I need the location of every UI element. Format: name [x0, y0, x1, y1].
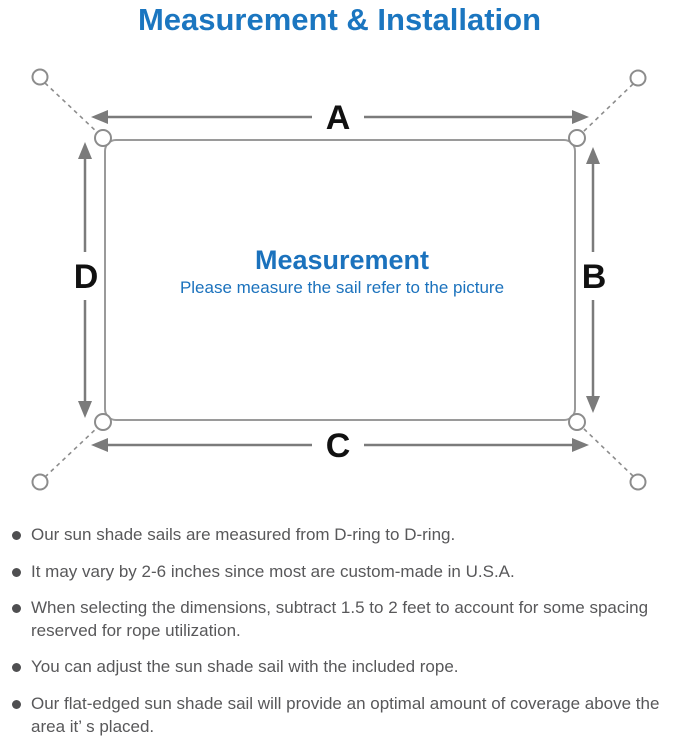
- anchor-ring-icon-bottom-right: [629, 473, 647, 491]
- rope-line-bottom-left: [44, 426, 99, 478]
- anchor-ring-icon-top-right: [629, 69, 647, 87]
- arrow-a-head-right-icon: [572, 110, 589, 124]
- note-item: You can adjust the sun shade sail with t…: [10, 656, 673, 679]
- d-rings: [94, 129, 586, 431]
- dimension-arrow-b: [586, 147, 600, 413]
- d-ring-icon-top-left: [94, 129, 112, 147]
- diagram-center-title: Measurement: [255, 245, 429, 275]
- arrow-b-head-down-icon: [586, 396, 600, 413]
- note-item: Our flat-edged sun shade sail will provi…: [10, 693, 673, 738]
- rope-line-bottom-right: [581, 426, 634, 477]
- arrow-b-head-up-icon: [586, 147, 600, 164]
- dimension-label-a: A: [326, 99, 351, 137]
- bullet-icon: [12, 700, 21, 710]
- dimension-arrow-a: [91, 110, 589, 124]
- note-text: You can adjust the sun shade sail with t…: [31, 657, 459, 677]
- arrow-c-head-left-icon: [91, 438, 108, 452]
- sail-outline: [104, 139, 576, 421]
- bullet-icon: [12, 604, 21, 614]
- arrow-d-head-down-icon: [78, 401, 92, 418]
- dimension-arrow-c: [91, 438, 589, 452]
- note-text: It may vary by 2-6 inches since most are…: [31, 561, 515, 581]
- dimension-label-c: C: [326, 427, 351, 465]
- arrow-a-head-left-icon: [91, 110, 108, 124]
- page-title: Measurement & Installation: [137, 2, 542, 37]
- measurement-diagram: A B C D Measurement Please measure the s…: [31, 68, 647, 491]
- anchor-rings: [31, 68, 647, 491]
- arrow-d-head-up-icon: [78, 142, 92, 159]
- d-ring-icon-top-right: [568, 129, 586, 147]
- notes-list: Our sun shade sails are measured from D-…: [0, 524, 679, 739]
- anchor-ring-icon-bottom-left: [31, 473, 49, 491]
- dimension-arrow-d: [78, 142, 92, 418]
- bullet-icon: [12, 663, 21, 673]
- dimension-label-d: D: [74, 258, 99, 296]
- arrow-c-head-right-icon: [572, 438, 589, 452]
- bullet-icon: [12, 567, 21, 577]
- diagram-center-subtitle: Please measure the sail refer to the pic…: [180, 278, 504, 297]
- note-item: It may vary by 2-6 inches since most are…: [10, 561, 673, 584]
- rope-line-top-right: [581, 83, 634, 134]
- note-text: Our flat-edged sun shade sail will provi…: [31, 694, 660, 736]
- d-ring-icon-bottom-right: [568, 413, 586, 431]
- bullet-icon: [12, 531, 21, 540]
- note-text: Our sun shade sails are measured from D-…: [31, 525, 456, 544]
- rope-line-top-left: [44, 82, 99, 134]
- rope-dashed-lines: [44, 82, 634, 478]
- dimension-label-b: B: [582, 258, 607, 296]
- note-item: Our sun shade sails are measured from D-…: [10, 524, 673, 547]
- note-item: When selecting the dimensions, subtract …: [10, 597, 673, 642]
- note-text: When selecting the dimensions, subtract …: [31, 598, 649, 640]
- anchor-ring-icon-top-left: [31, 68, 49, 86]
- d-ring-icon-bottom-left: [94, 413, 112, 431]
